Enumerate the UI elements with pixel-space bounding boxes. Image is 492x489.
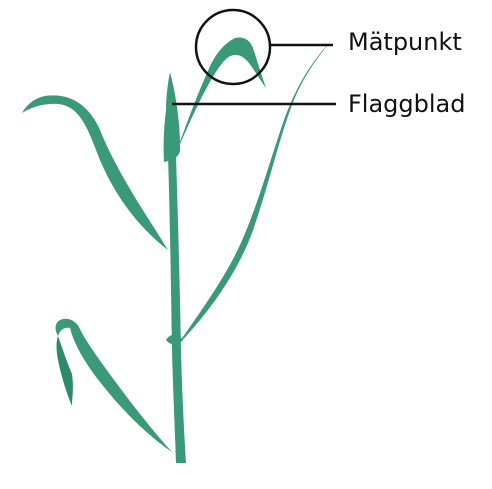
left-lower-leaf-curl (57, 336, 73, 406)
main-stem (168, 155, 186, 463)
flag-leaf-label: Flaggblad (348, 90, 466, 118)
upper-curled-leaf (174, 38, 266, 158)
measure-point-label: Mätpunkt (348, 28, 462, 56)
left-lower-leaf (56, 319, 172, 452)
plant (22, 38, 330, 463)
left-upper-leaf (22, 95, 168, 250)
upper-sheath (164, 72, 181, 162)
right-flag-leaf (176, 42, 330, 347)
